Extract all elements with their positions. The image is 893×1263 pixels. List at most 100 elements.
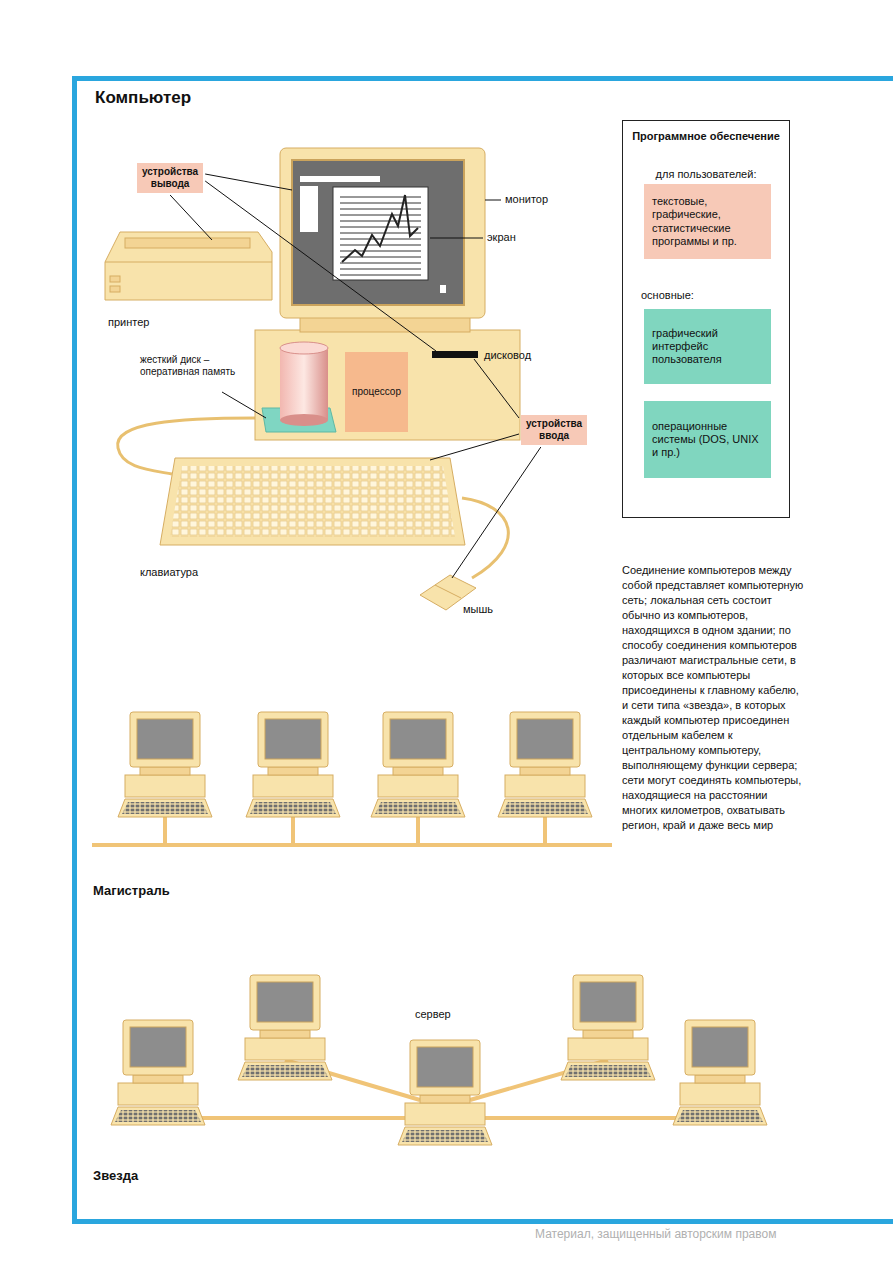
document-line <box>340 269 421 270</box>
page-frame <box>72 1219 893 1224</box>
network-computer <box>118 1083 198 1105</box>
printer <box>110 286 120 292</box>
network-computer <box>398 1127 492 1145</box>
leader-line <box>222 392 266 418</box>
part-label: жесткий диск – оперативная память <box>140 354 240 378</box>
cable <box>118 418 509 578</box>
network-computer <box>260 1030 310 1038</box>
keyboard <box>170 466 455 537</box>
network-cable <box>92 843 612 847</box>
section-heading: Магистраль <box>93 883 170 899</box>
network-computer <box>517 719 573 759</box>
monitor <box>280 148 485 318</box>
network-computer <box>250 802 336 814</box>
hard-disk <box>280 414 328 426</box>
network-computer <box>573 975 643 1030</box>
network-computer <box>375 802 461 814</box>
leader-line <box>485 200 501 201</box>
part-label: экран <box>487 231 516 244</box>
document-line <box>340 239 421 240</box>
cable <box>462 498 508 578</box>
network-computer <box>130 1027 186 1067</box>
network-computer <box>502 802 588 814</box>
software-box: текстовые, графические, статистические п… <box>644 184 771 259</box>
network-computer <box>390 719 446 759</box>
monitor <box>300 186 318 232</box>
network-computer <box>111 1107 205 1125</box>
network-computer <box>561 975 655 1080</box>
leader-line <box>205 181 436 351</box>
network-computer <box>677 1110 763 1122</box>
processor-box: процессор <box>345 352 408 432</box>
keyboard <box>160 458 465 545</box>
system-unit <box>255 330 520 440</box>
network-computer <box>420 1095 470 1103</box>
network-cable <box>92 815 720 1118</box>
printer <box>105 262 272 263</box>
system-unit <box>432 351 478 358</box>
document-line <box>340 203 421 204</box>
printer <box>105 232 272 300</box>
network-computer <box>510 712 580 767</box>
note-text: Соединение компьютеров между собой предс… <box>622 563 804 833</box>
leader-line <box>474 359 519 418</box>
network-computer <box>417 1047 473 1087</box>
network-computer <box>238 975 332 1080</box>
hard-disk <box>280 348 328 420</box>
page-frame <box>72 76 893 1224</box>
network-computer <box>673 1020 767 1125</box>
software-panel: Программное обеспечениедля пользователей… <box>622 120 790 518</box>
leader-line <box>430 238 483 239</box>
network-computer <box>268 767 318 775</box>
network-computer <box>410 1040 480 1095</box>
hard-disk <box>262 342 336 432</box>
monitor <box>342 195 418 262</box>
network-computer <box>115 1110 201 1122</box>
network-computer <box>137 719 193 759</box>
network-computer <box>246 799 340 817</box>
printer <box>125 238 250 248</box>
part-label: клавиатура <box>140 566 198 579</box>
monitor <box>292 160 464 305</box>
leader-line <box>170 195 212 240</box>
leader-line <box>452 447 541 578</box>
network-computer <box>383 712 453 767</box>
network-computer <box>498 799 592 817</box>
network-computer <box>242 1065 328 1077</box>
network-computer <box>118 712 212 817</box>
network-computer <box>122 802 208 814</box>
network-computer <box>393 767 443 775</box>
network-computer <box>371 712 465 817</box>
document-line <box>340 209 421 210</box>
printer <box>105 232 272 300</box>
network-computer <box>405 1103 485 1125</box>
part-label: мышь <box>463 603 493 616</box>
network-computer <box>250 975 320 1030</box>
monitor <box>340 197 421 275</box>
network-computer <box>505 775 585 797</box>
network-computer <box>583 1030 633 1038</box>
software-box: операционные системы (DOS, UNIX и пр.) <box>644 401 771 478</box>
box-text: процессор <box>347 386 406 398</box>
printer <box>110 276 120 282</box>
network-cable <box>163 815 167 845</box>
panel-text: для пользователей: <box>623 168 789 181</box>
network-computer <box>398 1040 492 1145</box>
leader-line <box>430 434 519 460</box>
network-computer <box>568 1038 648 1060</box>
part-label: дисковод <box>484 349 531 362</box>
box-text: текстовые, графические, статистические п… <box>652 195 763 248</box>
document-line <box>340 263 421 264</box>
network-computer <box>498 712 592 817</box>
network-computer <box>580 982 636 1022</box>
keyboard <box>160 458 465 545</box>
network-computer <box>125 775 205 797</box>
system-unit <box>255 330 520 440</box>
part-label: монитор <box>505 193 548 206</box>
network-computer <box>245 1038 325 1060</box>
network-computer <box>253 775 333 797</box>
network-computer <box>123 1020 193 1075</box>
network-computer <box>561 1062 655 1080</box>
network-computer <box>520 767 570 775</box>
